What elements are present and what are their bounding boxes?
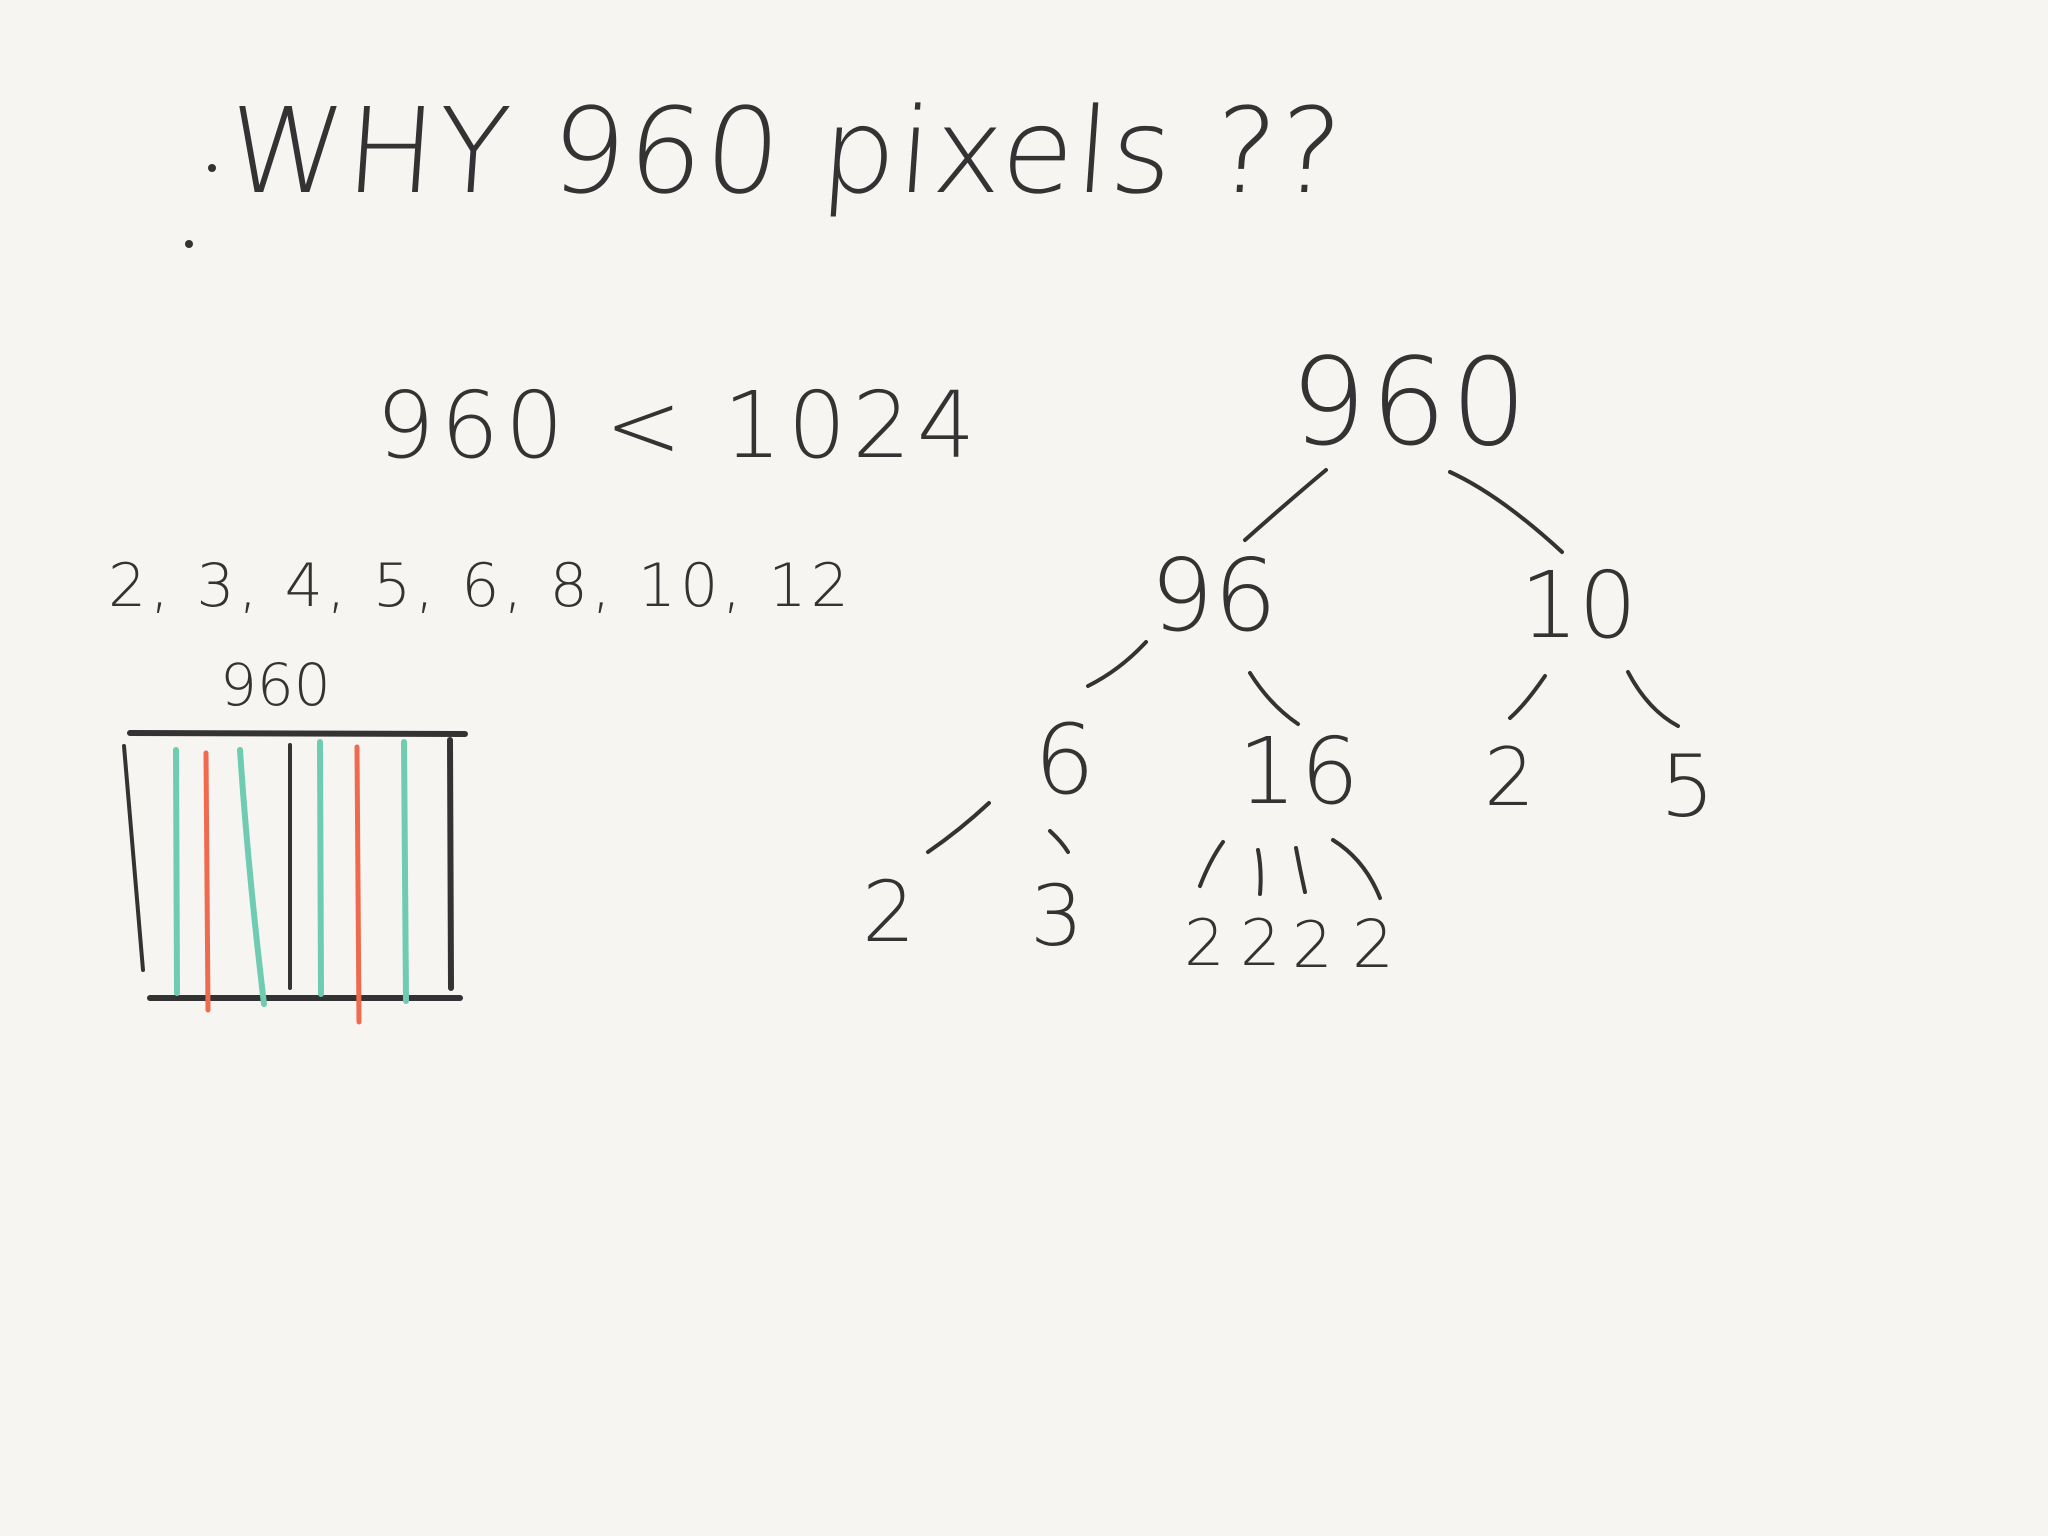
grid-top-line	[127, 730, 468, 737]
tree-node: 2	[1484, 731, 1535, 824]
tree-node: 2	[862, 863, 916, 961]
branch-6-3	[1048, 829, 1070, 854]
grid-right-line	[447, 737, 454, 991]
ink-dot	[208, 164, 216, 172]
tree-node: 16	[1238, 718, 1364, 825]
branch-16-2c	[1294, 846, 1307, 894]
ink-dot	[185, 240, 193, 248]
branch-96-6	[1086, 640, 1148, 688]
tree-node: 6	[1034, 704, 1096, 816]
divisors-list: 2, 3, 4, 5, 6, 8, 10, 12	[108, 551, 853, 621]
tree-node: 2	[1240, 907, 1281, 981]
branch-16-2d	[1331, 838, 1382, 900]
branch-960-96	[1243, 468, 1328, 542]
grid-sketch	[122, 730, 468, 1025]
column-line-teal	[173, 747, 180, 996]
branch-6-2	[926, 801, 991, 854]
grid-left-line	[122, 744, 145, 972]
branch-960-10	[1448, 470, 1564, 554]
column-line-red	[354, 744, 362, 1025]
tree-node: 3	[1030, 867, 1084, 965]
tree-node: 2	[1352, 906, 1394, 983]
column-line-teal	[237, 747, 267, 1007]
tree-node: 2	[1292, 909, 1333, 983]
tree-node: 96	[1150, 537, 1278, 654]
column-line-red	[203, 750, 211, 1013]
branch-16-2b	[1256, 848, 1263, 896]
page-title: WHY 960 pixels ??	[223, 82, 1349, 220]
tree-node: 2	[1184, 907, 1225, 981]
tree-node: 10	[1520, 552, 1638, 659]
grid-width-label: 960	[220, 651, 331, 719]
column-line-teal	[401, 739, 409, 1004]
branch-10-2	[1508, 674, 1547, 720]
branch-10-5	[1626, 670, 1680, 728]
tree-node-root: 960	[1290, 334, 1532, 473]
branch-96-16	[1248, 671, 1300, 726]
tree-node: 5	[1660, 737, 1715, 837]
column-line-teal	[317, 739, 324, 997]
branch-16-2a	[1198, 840, 1225, 888]
tree-branches	[926, 468, 1680, 900]
comparison-text: 960 < 1024	[376, 372, 982, 479]
